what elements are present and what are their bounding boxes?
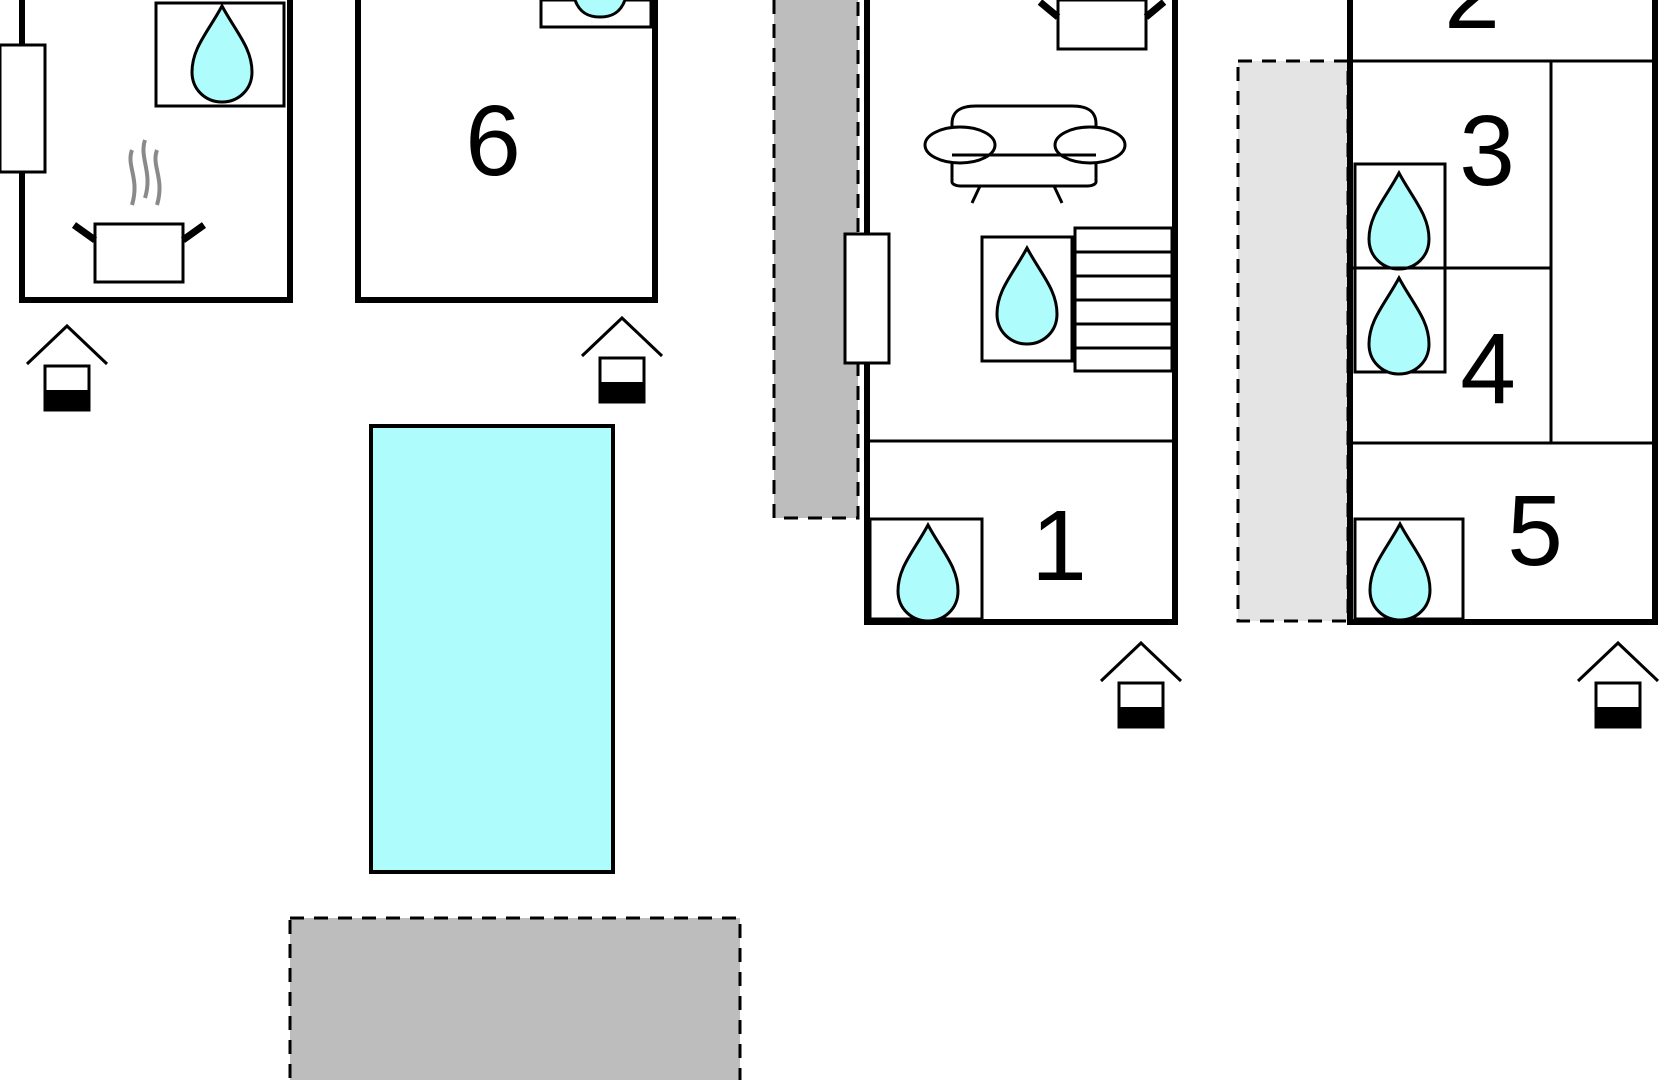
- entrance-icon: [580, 316, 664, 404]
- water-drop-icon: [1367, 276, 1431, 376]
- swimming-pool: [369, 424, 615, 874]
- window-icon: [843, 232, 891, 365]
- staircase-icon: [1073, 226, 1174, 373]
- water-drop-icon: [995, 246, 1059, 346]
- water-drop-icon: [190, 4, 254, 104]
- cooking-pot-icon: [71, 139, 207, 284]
- room-label-4: 4: [1460, 313, 1516, 425]
- water-drop-icon: [1368, 522, 1432, 622]
- building-living-room-1: 1: [843, 0, 1183, 729]
- bathroom-fixture: [980, 235, 1074, 363]
- terrace-bottom: [288, 916, 742, 1080]
- entrance-icon: [1099, 641, 1183, 729]
- chair-icon: [1037, 0, 1167, 51]
- building-rooms-2-5: 2 3 4 5: [1347, 0, 1660, 729]
- entrance-icon: [1576, 641, 1660, 729]
- building-room-6: 6: [355, 0, 664, 404]
- room-label-1: 1: [1031, 490, 1087, 602]
- bathroom-fixture: [539, 0, 653, 29]
- water-drop-icon: [896, 523, 960, 623]
- entrance-icon: [25, 324, 109, 412]
- room-label-2: 2: [1444, 0, 1500, 50]
- water-drop-icon: [1367, 171, 1431, 271]
- water-drop-icon: [573, 0, 627, 19]
- room-label-6: 6: [465, 85, 521, 197]
- terrace-right: [1236, 59, 1350, 623]
- building-kitchen: [0, 0, 293, 412]
- room-label-3: 3: [1459, 95, 1515, 207]
- sofa-icon: [923, 104, 1127, 204]
- room-label-5: 5: [1507, 475, 1563, 587]
- window-icon: [0, 43, 47, 174]
- bathroom-fixture: [154, 1, 286, 108]
